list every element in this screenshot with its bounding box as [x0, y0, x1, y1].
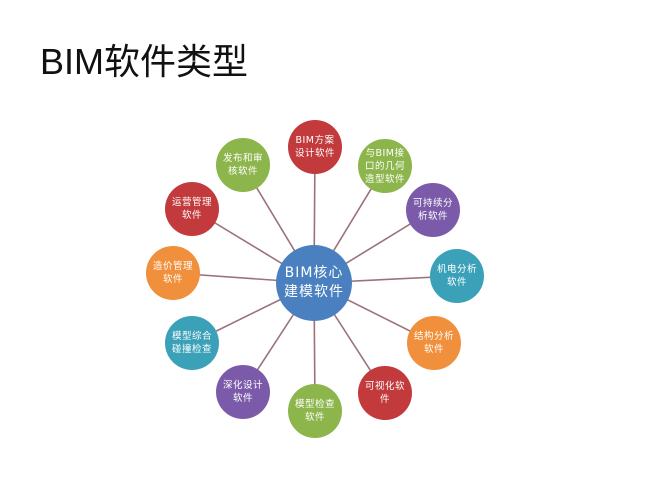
node-model-checking: 模型检查软件 [288, 384, 342, 438]
node-label: 结构分析软件 [413, 331, 454, 355]
node-visualization: 可视化软件 [358, 366, 412, 420]
node-geometry-modeling-interface: 与BIM接口的几何造型软件 [358, 139, 412, 193]
center-node-label: BIM核心建模软件 [284, 265, 344, 300]
page-title: BIM软件类型 [40, 41, 249, 82]
node-bim-scheme-design: BIM方案设计软件 [288, 120, 342, 174]
node-label: 造价管理软件 [152, 261, 193, 285]
node-label: 模型检查软件 [294, 399, 335, 423]
node-publish-review: 发布和审核软件 [216, 138, 270, 192]
node-label: 发布和审核软件 [222, 153, 263, 177]
node-label: 与BIM接口的几何造型软件 [364, 147, 405, 185]
node-detailed-design: 深化设计软件 [216, 365, 270, 419]
node-label: BIM方案设计软件 [294, 135, 335, 159]
node-structural-analysis: 结构分析软件 [407, 316, 461, 370]
node-label: 深化设计软件 [222, 380, 263, 404]
node-label: 可持续分析软件 [412, 198, 453, 222]
node-mep-analysis: 机电分析软件 [430, 249, 484, 303]
node-label: 运营管理软件 [171, 197, 212, 221]
node-label: 可视化软件 [364, 381, 405, 405]
center-node-bim-core-modeling: BIM核心建模软件 [276, 245, 352, 321]
node-sustainability-analysis: 可持续分析软件 [406, 183, 460, 237]
node-clash-detection: 模型综合碰撞检查 [165, 316, 219, 370]
node-label: 机电分析软件 [436, 264, 477, 288]
node-operations-management: 运营管理软件 [165, 182, 219, 236]
node-cost-management: 造价管理软件 [146, 246, 200, 300]
node-label: 模型综合碰撞检查 [171, 331, 212, 355]
